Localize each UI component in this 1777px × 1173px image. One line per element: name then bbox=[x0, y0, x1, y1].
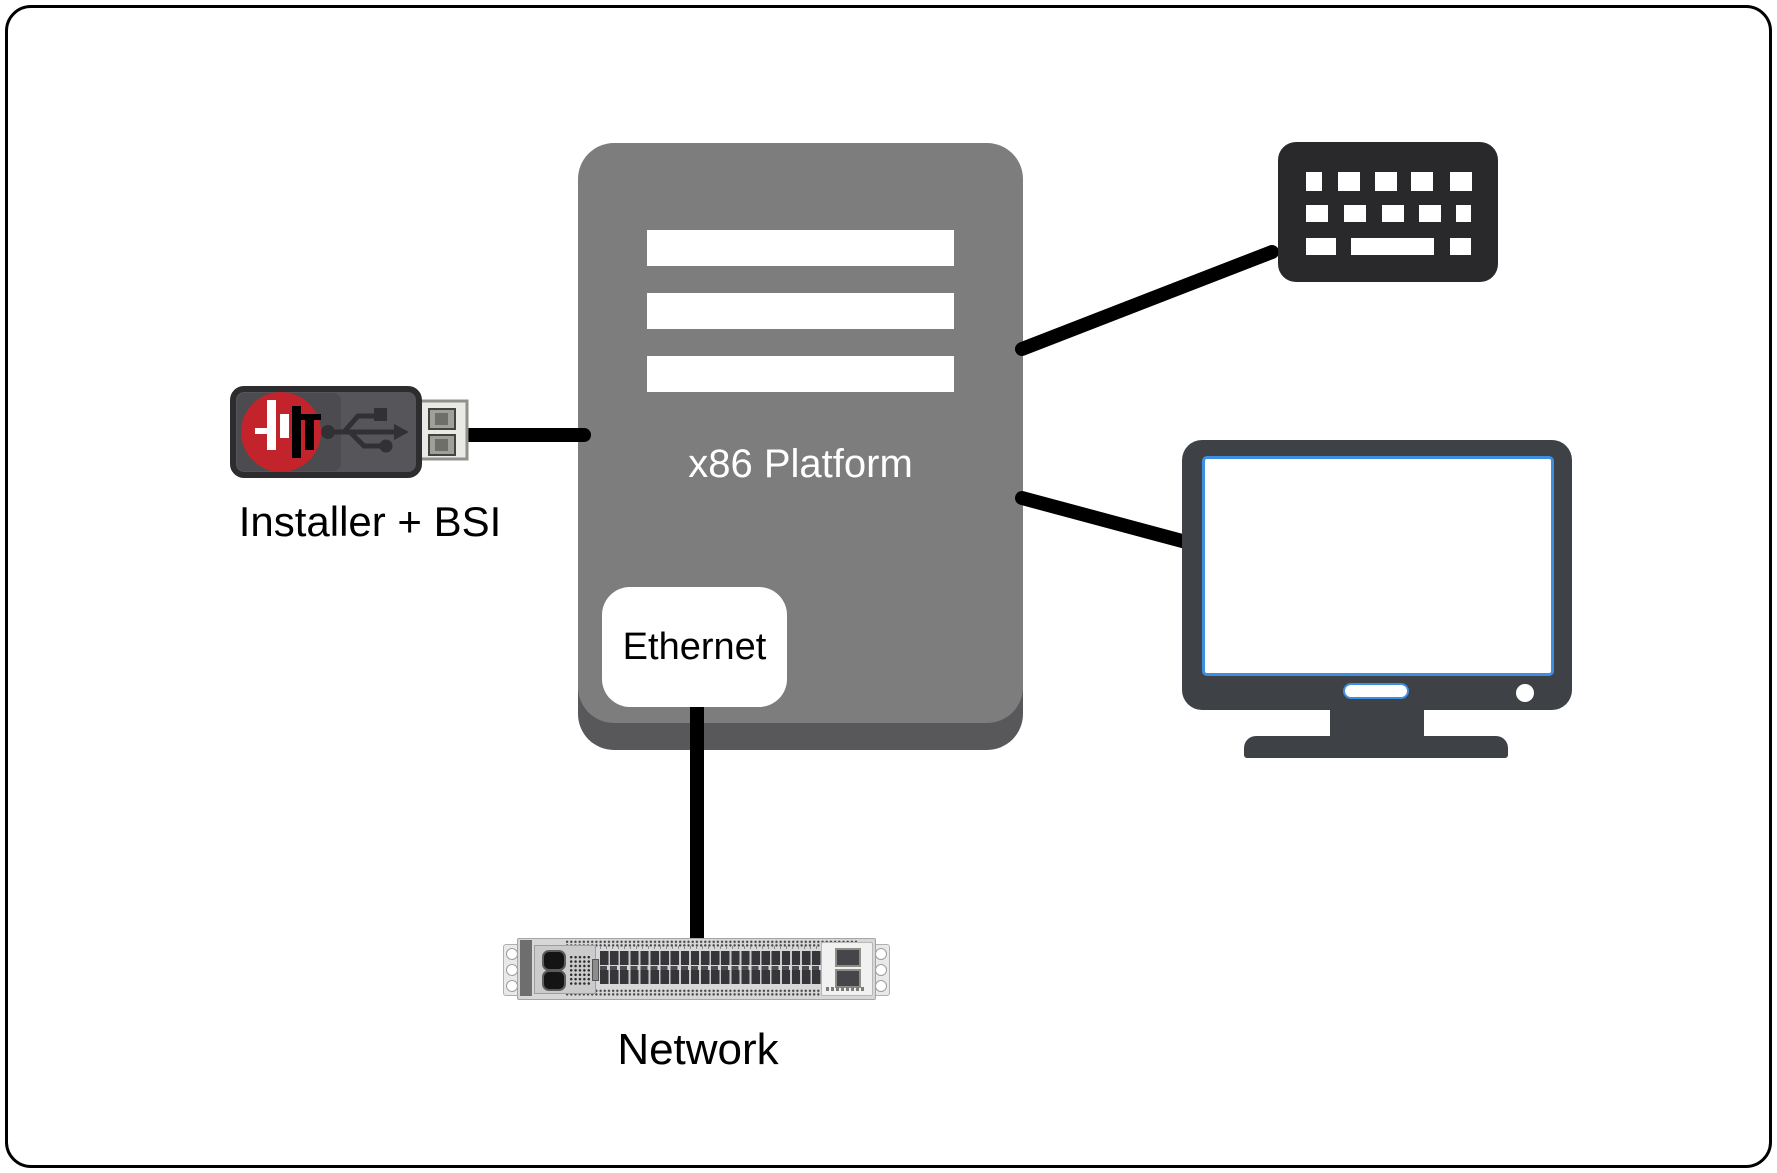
usb-red-logo-icon bbox=[241, 392, 321, 472]
switch-uplink-module bbox=[821, 942, 873, 996]
line-platform-to-monitor bbox=[1015, 491, 1193, 549]
switch-side-strip bbox=[520, 940, 532, 996]
switch-vent-bottom bbox=[565, 989, 857, 996]
installer-usb-label: Installer + BSI bbox=[238, 498, 502, 545]
drive-bay-bar bbox=[647, 230, 954, 266]
drive-bay-bar bbox=[647, 356, 954, 392]
rack-hole bbox=[875, 980, 887, 992]
switch-module-vent bbox=[826, 987, 866, 991]
switch-vent-top bbox=[565, 940, 857, 947]
monitor-menu-button bbox=[1343, 683, 1409, 699]
switch-port-row-marks bbox=[600, 966, 842, 970]
line-platform-to-keyboard bbox=[1015, 245, 1279, 356]
switch-usb-port bbox=[592, 959, 599, 981]
switch-port-numbers bbox=[600, 946, 842, 949]
ethernet-port-label: Ethernet bbox=[622, 625, 767, 668]
switch-port-row-bottom bbox=[600, 970, 842, 984]
platform-label: x86 Platform bbox=[688, 442, 913, 486]
monitor-icon bbox=[1182, 440, 1572, 760]
switch-uplink-port bbox=[835, 969, 861, 988]
network-switch-icon bbox=[503, 936, 890, 1000]
network-label: Network bbox=[617, 1025, 779, 1074]
monitor-power-light bbox=[1516, 684, 1534, 702]
switch-console-port bbox=[542, 950, 566, 971]
monitor-screen bbox=[1202, 456, 1554, 676]
drive-bay-bar bbox=[647, 293, 954, 329]
ethernet-port-badge: Ethernet bbox=[602, 587, 787, 707]
usb-trident-icon bbox=[321, 408, 409, 453]
switch-mgmt-panel bbox=[534, 945, 599, 994]
monitor-stand-base bbox=[1244, 736, 1508, 758]
rack-hole bbox=[875, 964, 887, 976]
switch-mgmt-port bbox=[542, 970, 566, 991]
usb-connector bbox=[413, 399, 469, 461]
rack-hole bbox=[875, 948, 887, 960]
usb-drive-icon bbox=[230, 386, 469, 478]
keyboard-icon bbox=[1278, 142, 1498, 282]
switch-port-row-top bbox=[600, 951, 842, 965]
diagram-border bbox=[5, 5, 1772, 1168]
switch-uplink-port bbox=[835, 948, 861, 967]
switch-fan-grid bbox=[569, 955, 590, 986]
keyboard-keys bbox=[1306, 172, 1472, 255]
monitor-stand-neck bbox=[1330, 708, 1424, 738]
